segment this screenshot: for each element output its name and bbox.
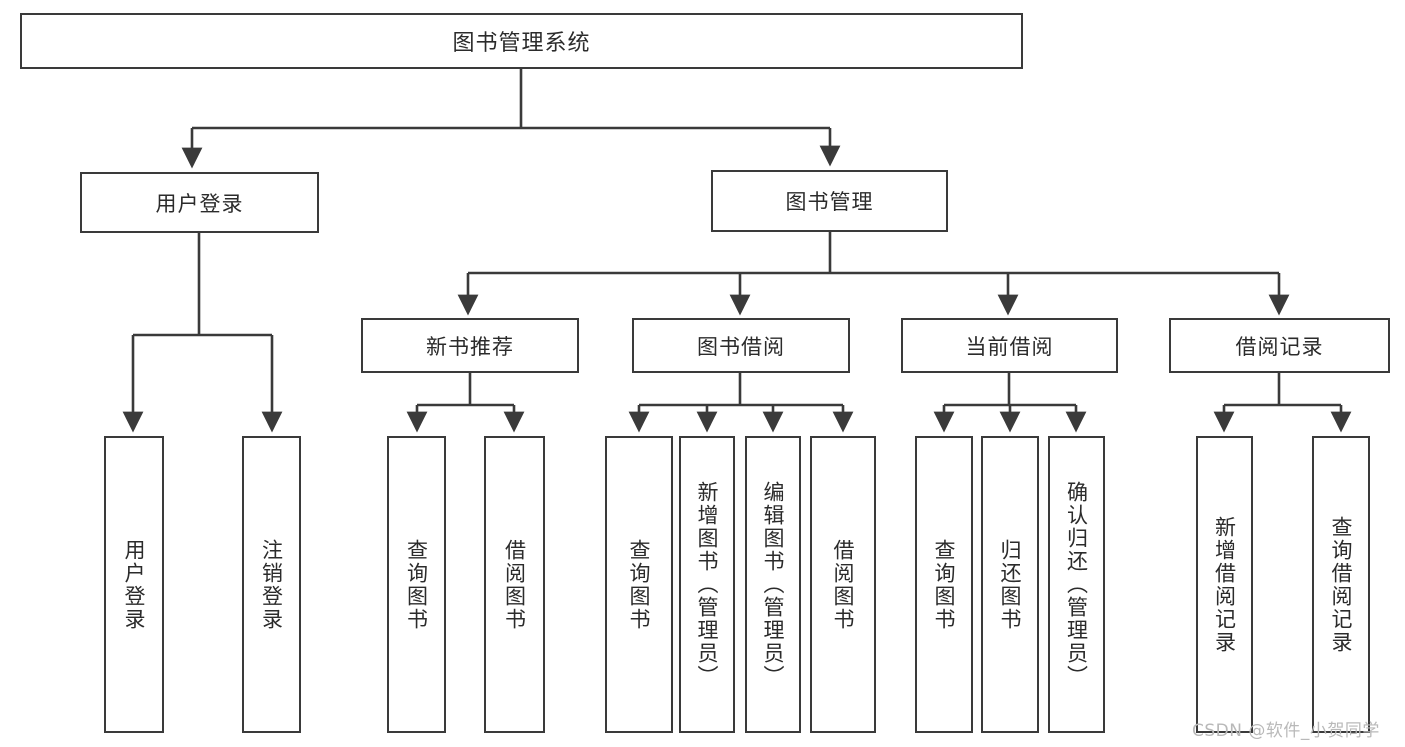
node-leaf-confirm-return-admin[interactable]: 确认归还（管理员） [1048, 436, 1105, 733]
node-new-book-recommend[interactable]: 新书推荐 [361, 318, 579, 373]
node-root[interactable]: 图书管理系统 [20, 13, 1023, 69]
node-leaf-query-book-borrow[interactable]: 查询图书 [605, 436, 673, 733]
node-leaf-add-borrow-record[interactable]: 新增借阅记录 [1196, 436, 1253, 733]
node-leaf-query-book-current[interactable]: 查询图书 [915, 436, 973, 733]
node-leaf-return-book[interactable]: 归还图书 [981, 436, 1039, 733]
node-leaf-borrow-book-recommend[interactable]: 借阅图书 [484, 436, 545, 733]
node-leaf-query-book-recommend[interactable]: 查询图书 [387, 436, 446, 733]
node-leaf-edit-book-admin[interactable]: 编辑图书（管理员） [745, 436, 801, 733]
node-borrow-record[interactable]: 借阅记录 [1169, 318, 1390, 373]
csdn-watermark: CSDN @软件_小贺同学 [1192, 721, 1380, 741]
node-leaf-add-book-admin[interactable]: 新增图书（管理员） [679, 436, 735, 733]
node-current-borrow[interactable]: 当前借阅 [901, 318, 1118, 373]
node-book-borrow[interactable]: 图书借阅 [632, 318, 850, 373]
node-leaf-borrow-book[interactable]: 借阅图书 [810, 436, 876, 733]
node-leaf-query-borrow-record[interactable]: 查询借阅记录 [1312, 436, 1370, 733]
node-leaf-user-login[interactable]: 用户登录 [104, 436, 164, 733]
node-user-login[interactable]: 用户登录 [80, 172, 319, 233]
node-book-manage[interactable]: 图书管理 [711, 170, 948, 232]
node-leaf-logout[interactable]: 注销登录 [242, 436, 301, 733]
